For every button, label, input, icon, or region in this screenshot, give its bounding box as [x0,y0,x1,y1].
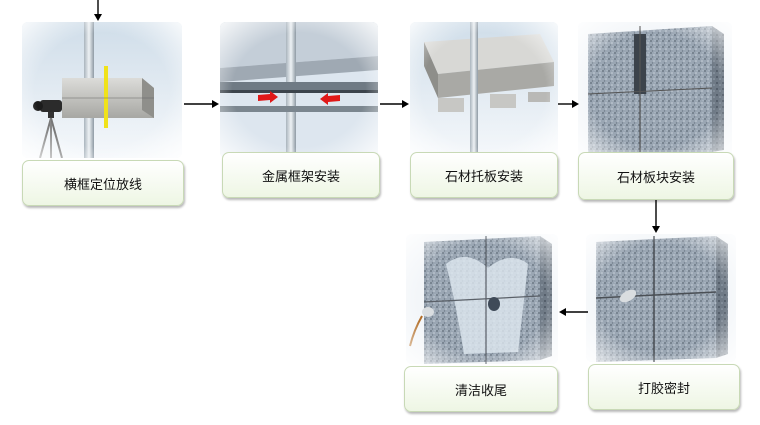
arrow-icon [380,98,410,110]
step-1-image [22,22,182,158]
step-label: 石材板块安装 [578,152,734,200]
arrow-icon [558,306,588,318]
step-2-image [220,22,378,158]
step-6-image [406,234,558,364]
arrow-icon [184,98,220,110]
step-3-image [410,22,558,158]
step-label: 打胶密封 [588,364,740,410]
step-label: 金属框架安装 [222,152,380,198]
arrow-icon [558,98,580,110]
step-label: 横框定位放线 [22,160,184,206]
step-5-image [586,234,736,362]
step-4-image [578,22,732,158]
arrow-icon [92,0,104,22]
step-label: 石材托板安装 [410,152,558,198]
arrow-icon [650,200,662,234]
step-label: 清洁收尾 [404,366,558,412]
